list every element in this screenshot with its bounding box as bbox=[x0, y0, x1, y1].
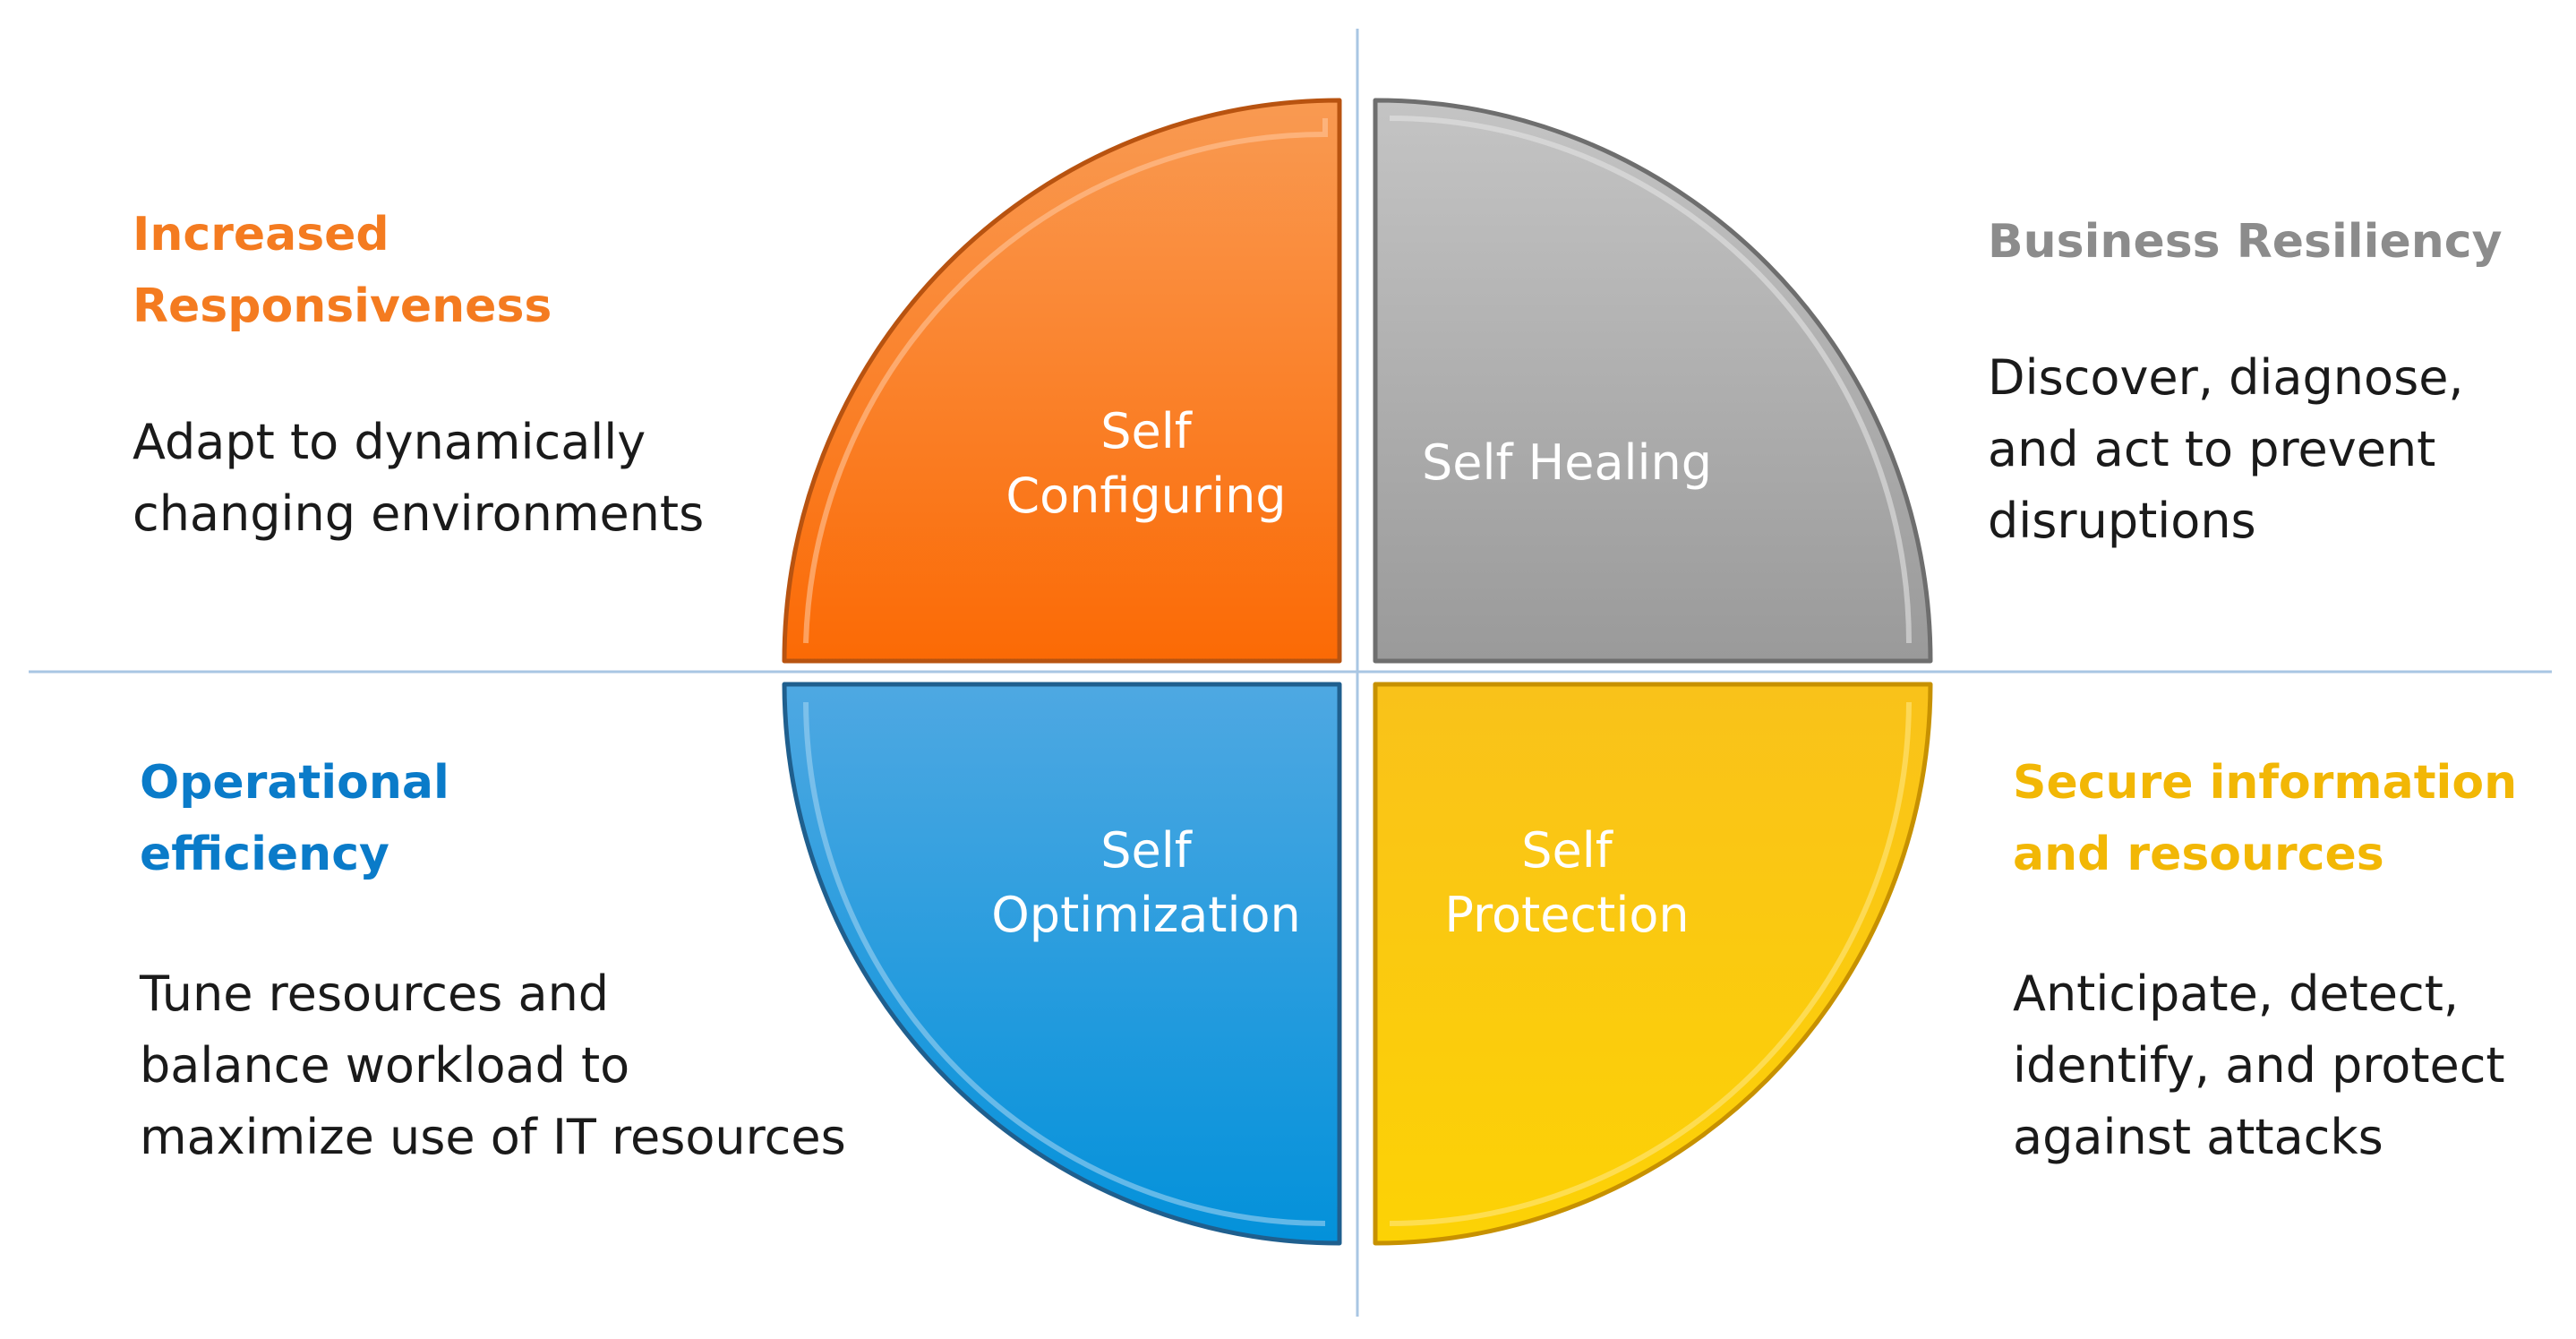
block-heading: Business Resiliency bbox=[1988, 215, 2503, 269]
block-heading: Secure information and resources bbox=[2013, 756, 2518, 881]
block-heading: Operational efficiency bbox=[140, 756, 449, 881]
block-business-resiliency: Business Resiliency Discover, diagnose, … bbox=[1988, 206, 2543, 557]
block-secure-information: Secure information and resources Anticip… bbox=[2013, 747, 2559, 1173]
block-description: Discover, diagnose, and act to prevent d… bbox=[1988, 349, 2464, 549]
quadrant-label-line2: Configuring bbox=[1006, 468, 1286, 524]
block-description: Anticipate, detect, identify, and protec… bbox=[2013, 966, 2505, 1165]
quadrant-self-healing: Self Healing bbox=[1373, 98, 1933, 664]
quadrant-self-configuring: Self Configuring bbox=[782, 98, 1342, 664]
quadrant-label-line2: Protection bbox=[1444, 887, 1689, 943]
block-description: Adapt to dynamically changing environmen… bbox=[133, 414, 705, 542]
quadrant-label-line2: Optimization bbox=[991, 887, 1300, 943]
quadrant-label-line1: Self bbox=[1521, 822, 1614, 879]
quadrant-label-line1: Self bbox=[1100, 403, 1194, 459]
quadrant-label-line1: Self bbox=[1100, 822, 1194, 879]
quadrant-self-optimization: Self Optimization bbox=[782, 682, 1342, 1246]
quadrant-label-line1: Self Healing bbox=[1422, 434, 1712, 491]
block-increased-responsiveness: Increased Responsiveness Adapt to dynami… bbox=[133, 199, 813, 550]
block-heading: Increased Responsiveness bbox=[133, 208, 552, 333]
quadrant-self-protection: Self Protection bbox=[1373, 682, 1933, 1246]
block-operational-efficiency: Operational efficiency Tune resources an… bbox=[140, 747, 856, 1173]
block-description: Tune resources and balance workload to m… bbox=[140, 966, 846, 1165]
